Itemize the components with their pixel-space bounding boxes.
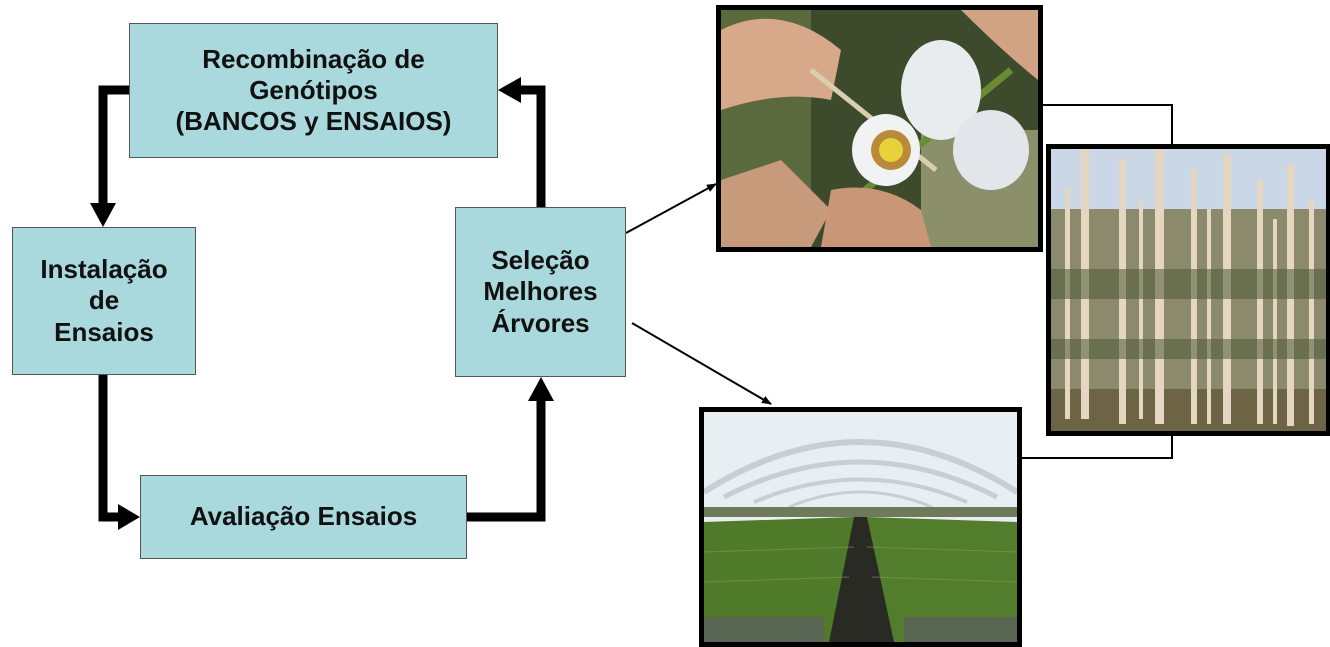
avaliacao-ensaios-box: Avaliação Ensaios (140, 475, 467, 559)
arrow-instal-to-avali (98, 375, 120, 522)
arrow-selec-to-flower (625, 183, 717, 234)
selecao-label: Seleção Melhores Árvores (483, 245, 598, 338)
greenhouse-nursery-photo (699, 407, 1022, 647)
bracket-flower-forest (1043, 104, 1173, 144)
arrow-selec-to-recomb (520, 85, 546, 207)
bracket-nursery-forest (1022, 436, 1173, 459)
arrow-avali-to-selec (467, 400, 546, 522)
instalacao-ensaios-box: Instalação de Ensaios (12, 227, 196, 375)
instalacao-label: Instalação de Ensaios (40, 254, 168, 347)
arrowhead-right-avali (118, 504, 140, 530)
arrow-selec-to-nursery (631, 322, 772, 405)
arrowhead-up-selec (528, 377, 554, 401)
recombinacao-genotipos-box: Recombinação de Genótipos (BANCOS y ENSA… (129, 23, 498, 158)
arrowhead-down-instal (90, 203, 116, 227)
flower-pollination-photo (716, 5, 1043, 252)
recombinacao-label: Recombinação de Genótipos (BANCOS y ENSA… (175, 43, 452, 137)
avaliacao-label: Avaliação Ensaios (189, 501, 418, 532)
selecao-melhores-arvores-box: Seleção Melhores Árvores (455, 207, 626, 377)
arrowhead-left-recomb (498, 77, 521, 103)
arrow-recomb-to-instal (98, 85, 129, 205)
eucalyptus-forest-photo (1046, 144, 1330, 436)
